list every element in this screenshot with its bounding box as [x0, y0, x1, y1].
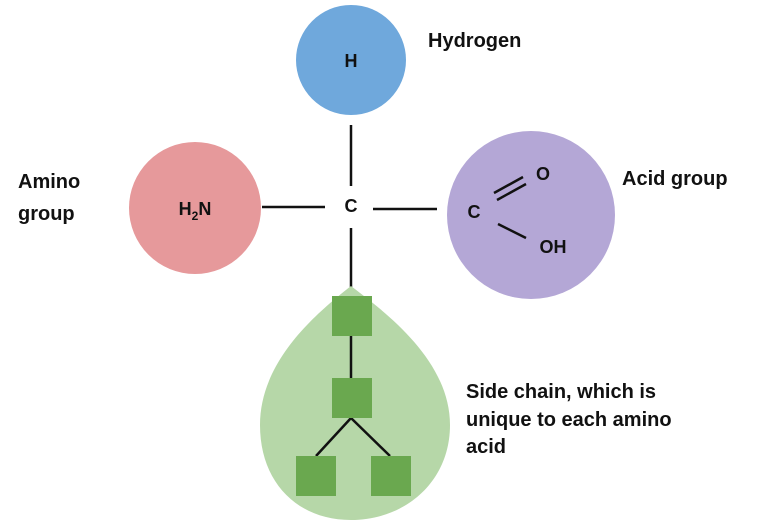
amino-label-line1: Amino [18, 171, 80, 193]
acid-hydroxyl: OH [540, 237, 567, 257]
side-chain-bond [315, 417, 352, 457]
amino-atom: H2N [179, 199, 212, 223]
side-chain-label-line2: unique to each amino [466, 409, 672, 431]
hydrogen-label: Hydrogen [428, 30, 521, 52]
acid-label: Acid group [622, 168, 728, 190]
double-bond-line [493, 175, 524, 195]
single-bond-line [497, 222, 527, 240]
amino-circle [129, 142, 261, 274]
side-chain-node [296, 456, 336, 496]
side-chain-node [332, 378, 372, 418]
hydrogen-atom: H [345, 51, 358, 71]
hydrogen-circle [296, 5, 406, 115]
acid-carbon: C [468, 202, 481, 222]
acid-oxygen: O [536, 164, 550, 184]
central-carbon: C [345, 196, 358, 216]
side-chain-label-line1: Side chain, which is [466, 381, 656, 403]
side-chain-bond [350, 417, 391, 457]
amino-label-line2: group [18, 203, 75, 225]
acid-circle [447, 131, 615, 299]
double-bond-line [496, 182, 527, 202]
side-chain-label-line3: acid [466, 436, 506, 458]
side-chain-node [332, 296, 372, 336]
side-chain-node [371, 456, 411, 496]
